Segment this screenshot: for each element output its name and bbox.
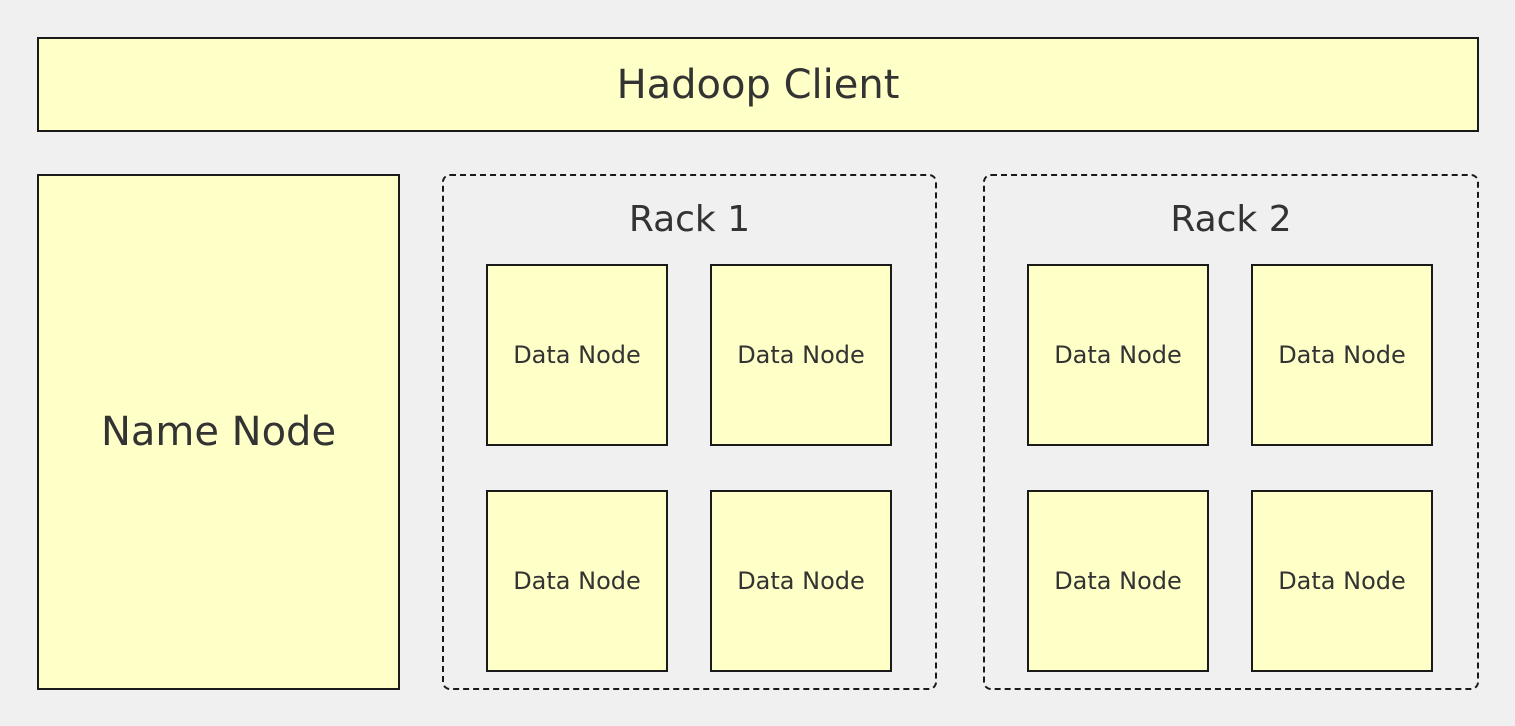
data-node-label: Data Node (1278, 341, 1406, 369)
hadoop-client-box: Hadoop Client (37, 37, 1479, 132)
rack-1-title: Rack 1 (628, 199, 751, 240)
data-node: Data Node (1027, 490, 1209, 672)
data-node-label: Data Node (513, 341, 641, 369)
data-node-label: Data Node (1054, 341, 1182, 369)
data-node-label: Data Node (737, 567, 865, 595)
data-node-label: Data Node (737, 341, 865, 369)
name-node-box: Name Node (37, 174, 400, 690)
data-node-label: Data Node (1054, 567, 1182, 595)
data-node: Data Node (486, 490, 668, 672)
data-node: Data Node (1251, 264, 1433, 446)
data-node: Data Node (1027, 264, 1209, 446)
data-node-label: Data Node (513, 567, 641, 595)
name-node-label: Name Node (100, 409, 337, 455)
data-node-label: Data Node (1278, 567, 1406, 595)
data-node: Data Node (710, 264, 892, 446)
data-node: Data Node (1251, 490, 1433, 672)
data-node: Data Node (710, 490, 892, 672)
rack-2-title: Rack 2 (1170, 199, 1292, 240)
rack-2-container: Rack 2 Data Node Data Node Data Node Dat… (983, 174, 1479, 690)
hadoop-client-label: Hadoop Client (616, 61, 900, 108)
data-node: Data Node (486, 264, 668, 446)
rack-1-container: Rack 1 Data Node Data Node Data Node Dat… (442, 174, 937, 690)
